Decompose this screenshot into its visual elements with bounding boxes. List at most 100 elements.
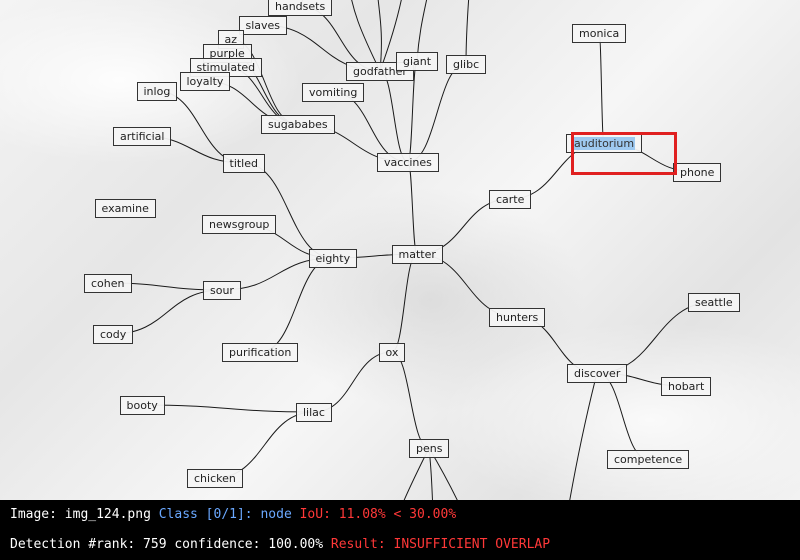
node-label: stimulated xyxy=(196,61,256,74)
node-label: ox xyxy=(385,346,399,359)
node-label: az xyxy=(224,33,238,46)
node-label: inlog xyxy=(143,85,171,98)
node-label: lilac xyxy=(303,406,325,419)
detection-info-bar: Image: img_124.png Class [0/1]: node IoU… xyxy=(0,500,800,560)
edge-eighty-titled xyxy=(243,162,334,259)
edge-lilac-booty xyxy=(141,404,315,413)
node-monica[interactable]: monica xyxy=(572,24,627,43)
node-sour[interactable]: sour xyxy=(203,281,241,300)
node-slaves[interactable]: slaves xyxy=(238,16,288,35)
node-titled[interactable]: titled xyxy=(222,154,265,173)
edge-vaccines-glibc xyxy=(407,63,467,163)
node-label: handsets xyxy=(275,0,326,13)
offscreen-edge-3 xyxy=(416,0,428,62)
image-label: Image: xyxy=(10,507,57,522)
node-hunters[interactable]: hunters xyxy=(489,308,546,327)
node-label: godfather xyxy=(353,65,407,78)
node-label: carte xyxy=(496,193,525,206)
node-label: purple xyxy=(209,47,245,60)
node-label: phone xyxy=(680,166,715,179)
node-label: newsgroup xyxy=(209,218,270,231)
node-label: sour xyxy=(210,284,234,297)
image-name: img_124.png xyxy=(64,507,151,522)
offscreen-edge-2 xyxy=(379,0,402,72)
rank-info: Detection #rank: 759 confidence: 100.00% xyxy=(10,537,324,552)
edge-auditorium-monica xyxy=(598,32,605,144)
node-label: slaves xyxy=(245,19,281,32)
node-label: cohen xyxy=(91,277,125,290)
node-label: loyalty xyxy=(186,75,224,88)
node-pens[interactable]: pens xyxy=(409,439,450,458)
info-line-1: Image: img_124.png Class [0/1]: node IoU… xyxy=(10,507,456,522)
node-auditorium[interactable]: auditorium xyxy=(566,134,643,153)
offscreen-edge-1 xyxy=(377,0,382,72)
node-label: seattle xyxy=(695,296,733,309)
node-matter[interactable]: matter xyxy=(391,245,443,264)
edge-ox-pens xyxy=(391,351,430,449)
edge-vaccines-vomiting xyxy=(332,91,409,163)
node-label: monica xyxy=(579,27,620,40)
node-lilac[interactable]: lilac xyxy=(296,403,332,422)
node-label: booty xyxy=(126,399,158,412)
node-label: auditorium xyxy=(573,137,636,150)
node-vomiting[interactable]: vomiting xyxy=(302,83,365,102)
node-cohen[interactable]: cohen xyxy=(84,274,132,293)
offscreen-edge-5 xyxy=(351,0,381,72)
node-handsets[interactable]: handsets xyxy=(268,0,333,16)
node-cody[interactable]: cody xyxy=(93,325,134,344)
edge-discover-competence xyxy=(596,372,649,460)
node-label: pens xyxy=(416,442,443,455)
node-sugababes[interactable]: sugababes xyxy=(261,115,335,134)
node-vaccines[interactable]: vaccines xyxy=(377,153,439,172)
node-label: purification xyxy=(229,346,292,359)
iou-info: IoU: 11.08% < 30.00% xyxy=(299,507,457,522)
node-booty[interactable]: booty xyxy=(119,396,165,415)
node-label: eighty xyxy=(315,252,351,265)
node-inlog[interactable]: inlog xyxy=(136,82,178,101)
edge-matter-ox xyxy=(391,253,418,353)
edge-discover-seattle xyxy=(596,301,715,374)
offscreen-edge-4 xyxy=(465,0,470,65)
node-label: discover xyxy=(574,367,621,380)
node-label: cody xyxy=(100,328,127,341)
node-discover[interactable]: discover xyxy=(567,364,628,383)
info-line-2: Detection #rank: 759 confidence: 100.00%… xyxy=(10,537,550,552)
node-purification[interactable]: purification xyxy=(222,343,299,362)
node-ox[interactable]: ox xyxy=(378,343,406,362)
node-examine[interactable]: examine xyxy=(94,199,156,218)
edge-matter-vaccines xyxy=(407,161,418,255)
node-competence[interactable]: competence xyxy=(607,450,690,469)
node-glibc[interactable]: glibc xyxy=(446,55,487,74)
node-phone[interactable]: phone xyxy=(673,163,722,182)
node-carte[interactable]: carte xyxy=(489,190,532,209)
class-info: Class [0/1]: node xyxy=(158,507,292,522)
node-label: titled xyxy=(229,157,259,170)
node-eighty[interactable]: eighty xyxy=(308,249,358,268)
node-loyalty[interactable]: loyalty xyxy=(179,72,231,91)
node-label: competence xyxy=(614,453,683,466)
edge-eighty-purification xyxy=(259,257,334,353)
node-hobart[interactable]: hobart xyxy=(661,377,712,396)
node-label: hunters xyxy=(496,311,539,324)
node-label: sugababes xyxy=(268,118,328,131)
node-label: giant xyxy=(403,55,432,68)
node-label: examine xyxy=(101,202,149,215)
node-label: hobart xyxy=(668,380,705,393)
node-label: chicken xyxy=(194,472,236,485)
node-label: vaccines xyxy=(384,156,432,169)
offscreen-edge-9 xyxy=(569,372,598,500)
node-artificial[interactable]: artificial xyxy=(113,127,172,146)
result-info: Result: INSUFFICIENT OVERLAP xyxy=(330,537,551,552)
node-label: artificial xyxy=(120,130,165,143)
node-giant[interactable]: giant xyxy=(396,52,439,71)
node-chicken[interactable]: chicken xyxy=(187,469,243,488)
node-label: glibc xyxy=(453,58,480,71)
node-label: matter xyxy=(398,248,436,261)
node-newsgroup[interactable]: newsgroup xyxy=(202,215,277,234)
detection-bounding-box xyxy=(571,132,677,175)
node-label: vomiting xyxy=(309,86,358,99)
node-seattle[interactable]: seattle xyxy=(688,293,740,312)
edge-vaccines-godfather xyxy=(379,70,409,163)
